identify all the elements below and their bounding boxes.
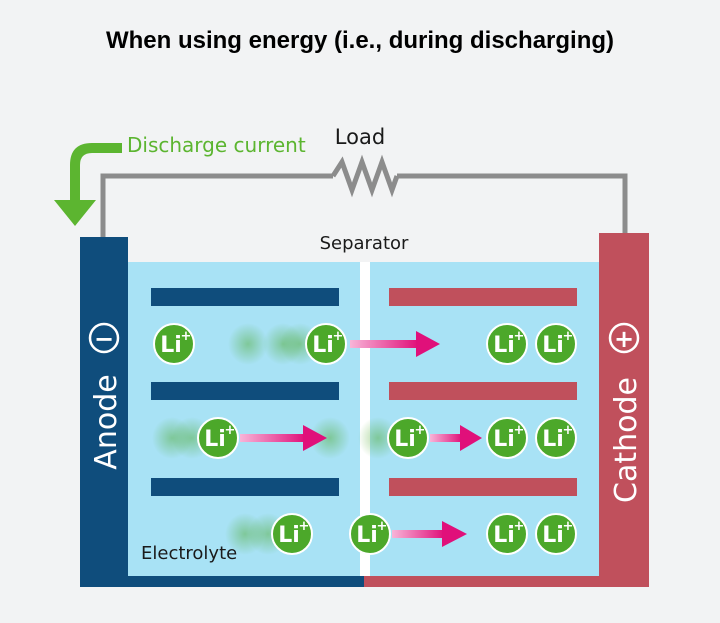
lithium-ion: Li+ — [486, 323, 528, 365]
ion-charge: + — [514, 519, 525, 534]
discharge-current-arrow — [54, 143, 122, 226]
cathode-layer — [389, 288, 577, 306]
cathode-electrode — [599, 233, 649, 582]
lithium-ion: Li+ — [486, 417, 528, 459]
page-title: When using energy (i.e., during discharg… — [105, 27, 615, 54]
ion-symbol: Li — [312, 333, 334, 358]
ion-charge: + — [181, 329, 192, 344]
ion-charge: + — [299, 519, 310, 534]
ion-symbol: Li — [204, 427, 226, 452]
ion-charge: + — [563, 519, 574, 534]
cathode-layer — [389, 382, 577, 400]
lithium-ion: Li+ — [387, 417, 429, 459]
anode-electrode — [80, 237, 128, 582]
separator-label: Separator — [320, 233, 409, 254]
electrolyte-label: Electrolyte — [141, 543, 237, 564]
ion-charge: + — [563, 423, 574, 438]
lithium-ion: Li+ — [349, 513, 391, 555]
ion-charge: + — [514, 423, 525, 438]
ion-arrow — [240, 425, 327, 451]
lithium-ion: Li+ — [535, 323, 577, 365]
lithium-ions: Li+Li+Li+Li+Li+Li+Li+Li+Li+Li+Li+Li+ — [153, 323, 577, 555]
load-resistor — [330, 154, 400, 198]
cathode-bottom-strip — [364, 576, 649, 587]
ion-arrow — [392, 521, 467, 547]
lithium-ion: Li+ — [486, 513, 528, 555]
anode-layer — [151, 382, 339, 400]
ion-symbol: Li — [160, 333, 182, 358]
anode-layer — [151, 478, 339, 496]
lithium-ion: Li+ — [197, 417, 239, 459]
lithium-ion: Li+ — [153, 323, 195, 365]
ion-charge: + — [225, 423, 236, 438]
cathode-sign: + — [614, 325, 634, 353]
ion-symbol: Li — [542, 523, 564, 548]
discharge-current-label: Discharge current — [127, 133, 306, 157]
anode-layer — [151, 288, 339, 306]
circuit-wire — [397, 173, 628, 235]
cathode-plus-icon — [608, 322, 640, 354]
anode-sign: − — [94, 325, 114, 353]
lithium-ion: Li+ — [535, 417, 577, 459]
ion-symbol: Li — [542, 333, 564, 358]
ion-charge: + — [514, 329, 525, 344]
ion-charge: + — [333, 329, 344, 344]
ion-symbol: Li — [278, 523, 300, 548]
separator-bar — [360, 262, 370, 576]
ion-motion-trail — [310, 417, 350, 459]
ion-arrow — [350, 331, 440, 357]
ion-symbol: Li — [542, 427, 564, 452]
lithium-ion: Li+ — [271, 513, 313, 555]
anode-label: Anode — [89, 374, 124, 469]
ion-symbol: Li — [356, 523, 378, 548]
ion-symbol: Li — [394, 427, 416, 452]
load-label: Load — [335, 125, 385, 149]
cathode-layer — [389, 478, 577, 496]
ion-charge: + — [563, 329, 574, 344]
ion-motion-trail — [228, 323, 268, 365]
lithium-ion: Li+ — [305, 323, 347, 365]
ion-arrow — [430, 425, 482, 451]
ion-charge: + — [415, 423, 426, 438]
ion-charge: + — [377, 519, 388, 534]
ion-motion-trail — [358, 417, 398, 459]
cathode-label: Cathode — [609, 377, 644, 503]
ion-symbol: Li — [493, 427, 515, 452]
anode-minus-icon — [88, 322, 120, 354]
circuit-wire — [100, 173, 333, 238]
lithium-ion: Li+ — [535, 513, 577, 555]
anode-bottom-strip — [80, 576, 364, 587]
ion-symbol: Li — [493, 333, 515, 358]
ion-symbol: Li — [493, 523, 515, 548]
